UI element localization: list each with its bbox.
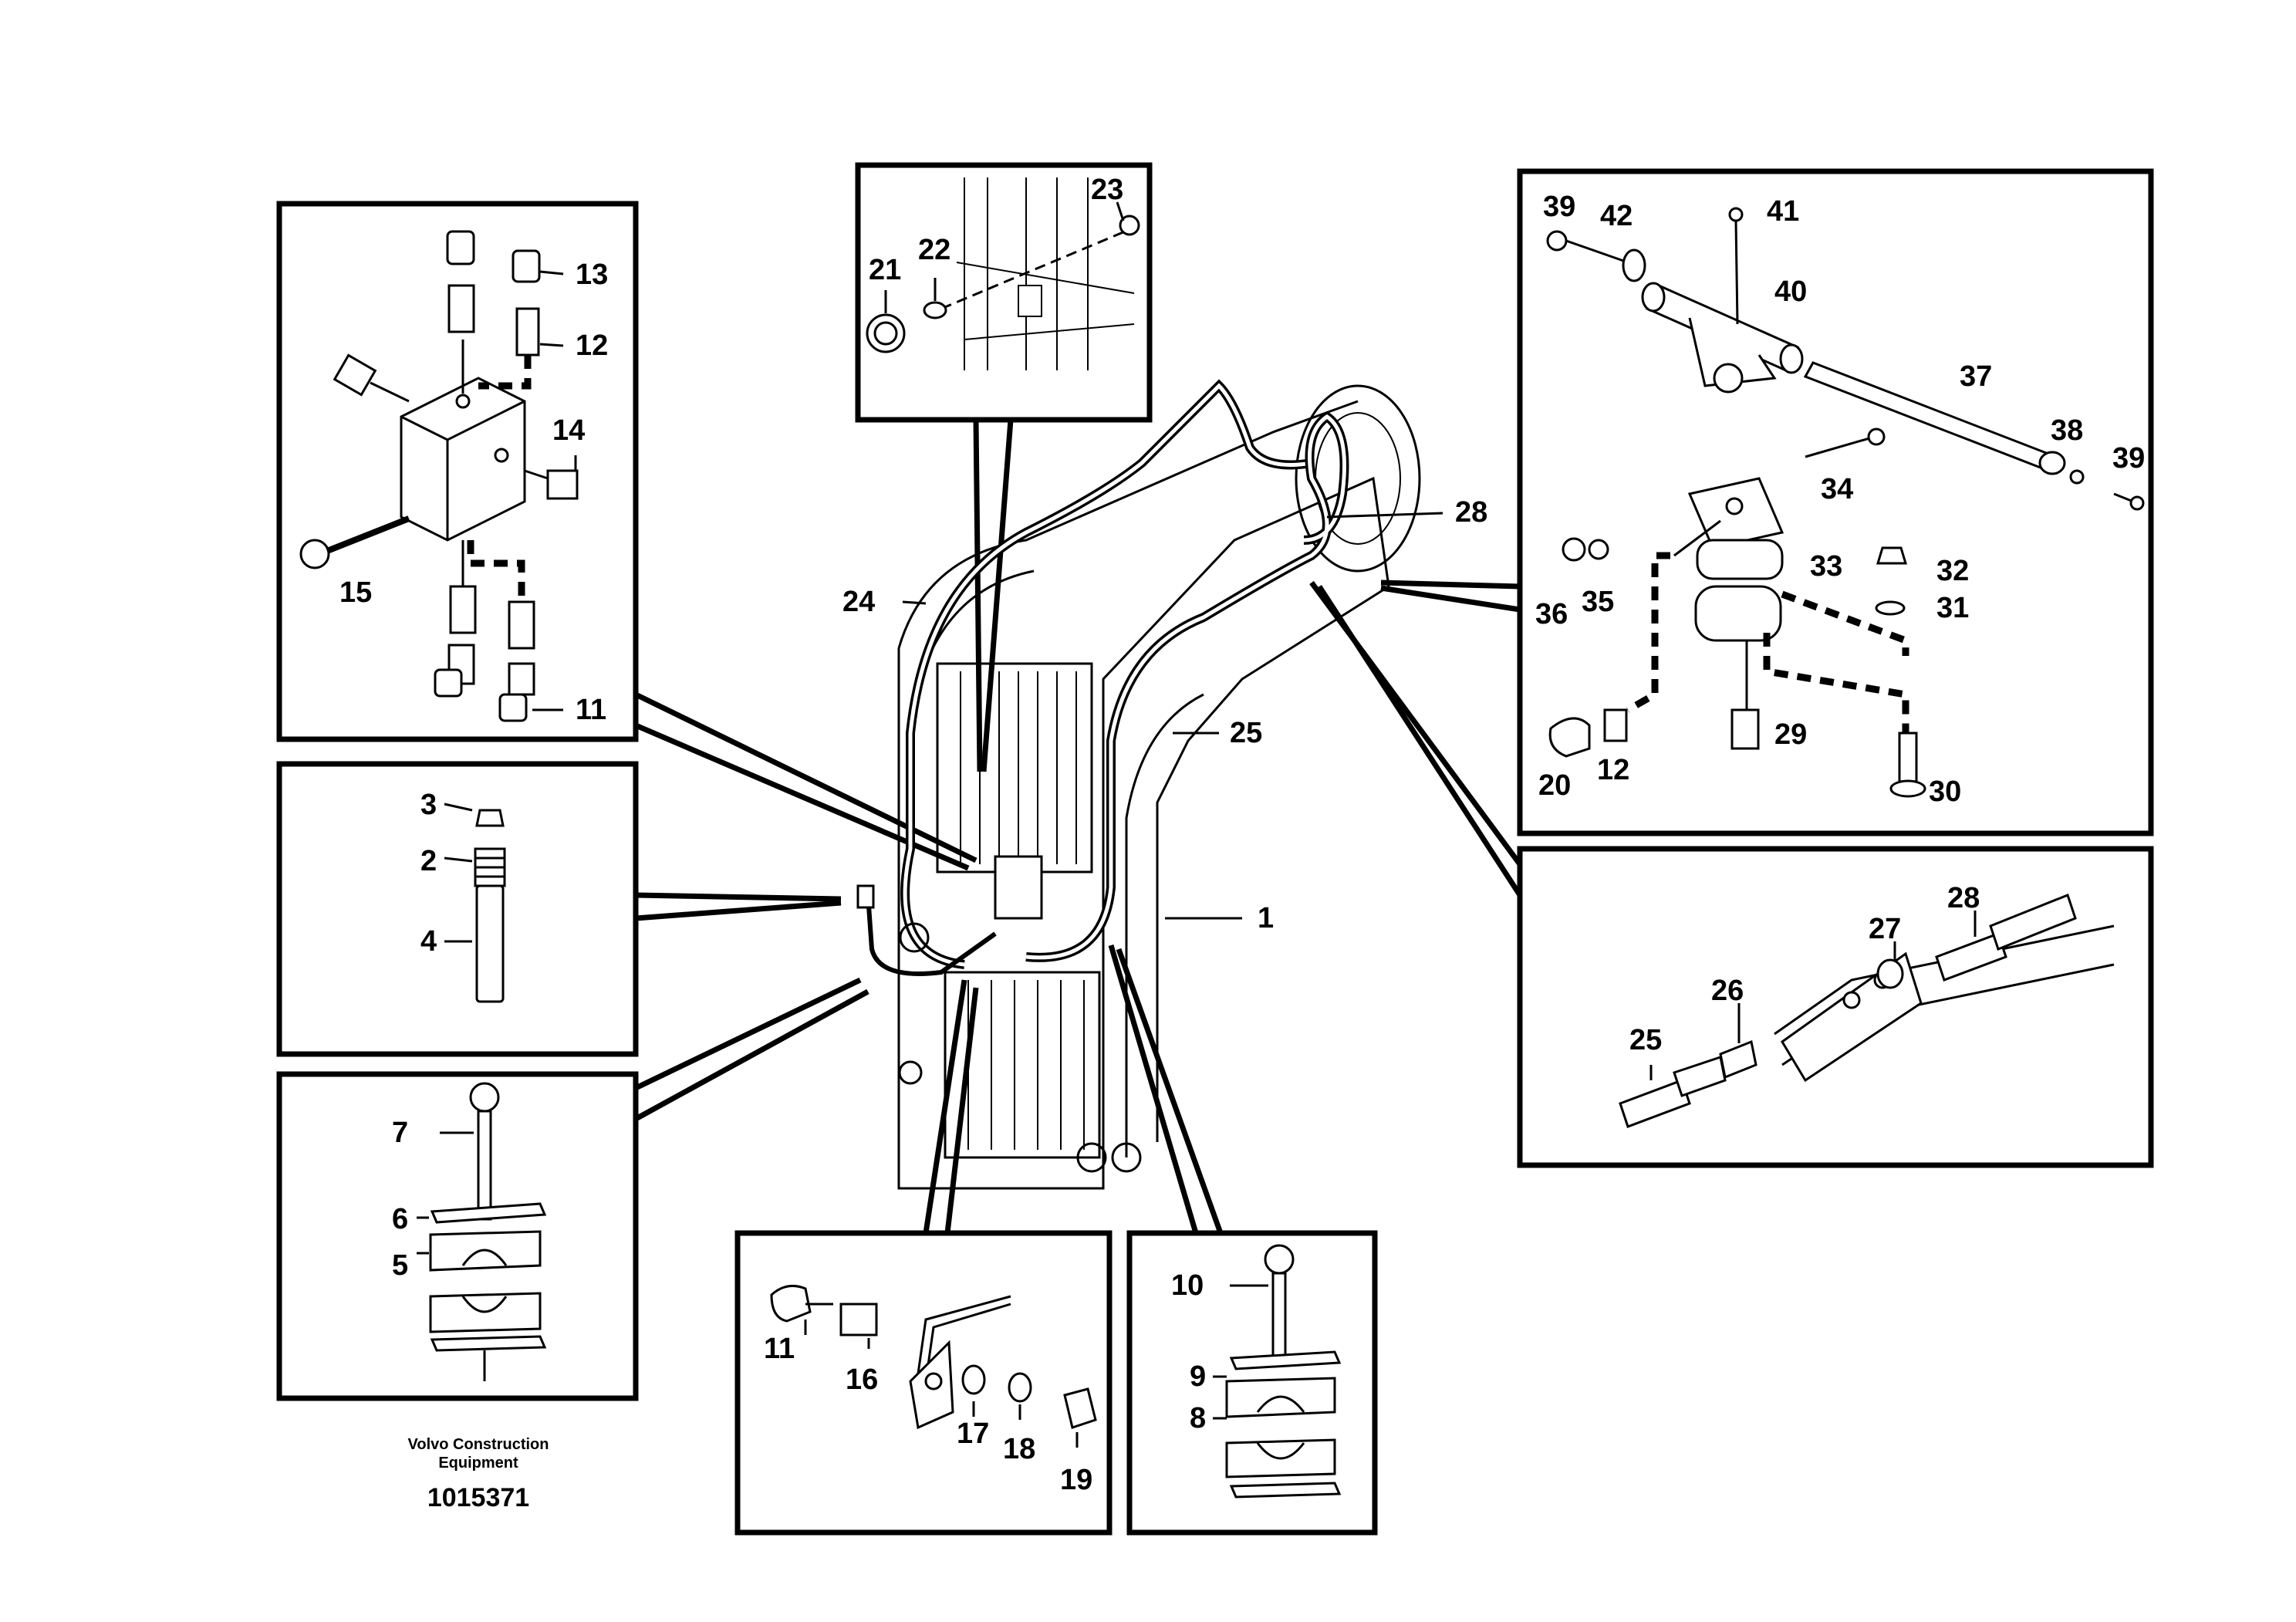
hose-connector-detail [1619, 894, 2115, 1128]
label-25: 25 [1230, 717, 1262, 749]
detail-box-valve-block [276, 201, 639, 742]
document-number: 1015371 [427, 1483, 530, 1512]
label-37: 37 [1960, 360, 1992, 393]
label-3: 3 [420, 789, 437, 821]
label-12: 12 [576, 329, 608, 362]
label-38: 38 [2051, 414, 2083, 447]
label-9: 9 [1190, 1360, 1206, 1393]
publisher-footer: Volvo Construction Equipment 1015371 [363, 1435, 594, 1513]
label-14: 14 [552, 414, 585, 447]
label-22: 22 [918, 234, 950, 266]
label-2: 2 [420, 845, 437, 877]
detail-box-hose-connector [1517, 846, 2154, 1168]
main-assembly [856, 379, 1421, 1190]
label-20: 20 [1538, 769, 1571, 802]
label-11b: 11 [764, 1333, 795, 1365]
clamp-left-detail [417, 1082, 547, 1381]
detail-box-fittings [734, 1230, 1113, 1536]
label-41: 41 [1767, 195, 1799, 228]
label-40: 40 [1774, 275, 1807, 308]
brand-line-1: Volvo Construction [407, 1436, 549, 1453]
label-35: 35 [1582, 586, 1614, 618]
label-23: 23 [1091, 174, 1123, 206]
label-24: 24 [842, 586, 875, 618]
label-1: 1 [1258, 902, 1274, 934]
label-30: 30 [1929, 776, 1961, 808]
detail-box-clamp-left [276, 1071, 639, 1401]
part-labels: 1 2 3 4 5 6 7 8 9 10 11 11 12 12 13 14 1… [339, 174, 2145, 1496]
label-34: 34 [1821, 473, 1853, 505]
label-6: 6 [392, 1203, 408, 1235]
label-4: 4 [420, 925, 437, 958]
label-25b: 25 [1629, 1024, 1662, 1056]
label-31: 31 [1936, 592, 1969, 624]
label-27: 27 [1869, 913, 1901, 945]
detail-box-cylinder-mount [1517, 168, 2154, 836]
brand-line-2: Equipment [438, 1455, 518, 1472]
top-plug-detail [866, 177, 1140, 370]
label-36: 36 [1535, 598, 1568, 630]
label-21: 21 [869, 254, 901, 286]
detail-box-grease-hose [276, 761, 639, 1057]
label-11: 11 [576, 694, 606, 726]
detail-box-top-plug [855, 162, 1153, 423]
label-18: 18 [1003, 1433, 1035, 1465]
label-17: 17 [957, 1418, 989, 1450]
label-39b: 39 [2112, 442, 2145, 475]
leader-lines [634, 419, 1522, 1235]
label-32: 32 [1936, 555, 1969, 587]
grease-hose-detail [444, 803, 506, 1003]
label-16: 16 [846, 1363, 878, 1396]
detail-box-clamp-right [1126, 1230, 1378, 1536]
cylinder-mount-detail [1546, 207, 2145, 798]
clamp-right-detail [1213, 1244, 1342, 1499]
fittings-detail [770, 1284, 1097, 1448]
valve-block-detail [299, 230, 579, 722]
label-15: 15 [339, 576, 372, 609]
label-19: 19 [1060, 1464, 1092, 1496]
label-12b: 12 [1597, 754, 1629, 786]
label-28: 28 [1455, 496, 1487, 529]
label-5: 5 [392, 1249, 408, 1282]
label-26: 26 [1711, 975, 1744, 1007]
label-7: 7 [392, 1117, 408, 1149]
label-28b: 28 [1947, 882, 1980, 914]
label-8: 8 [1190, 1402, 1206, 1434]
label-33: 33 [1810, 550, 1842, 583]
main-label-leaders [902, 512, 1443, 920]
label-13: 13 [576, 259, 608, 291]
label-10: 10 [1171, 1269, 1204, 1302]
label-39: 39 [1543, 191, 1575, 223]
label-42: 42 [1600, 200, 1633, 232]
label-29: 29 [1774, 718, 1807, 751]
